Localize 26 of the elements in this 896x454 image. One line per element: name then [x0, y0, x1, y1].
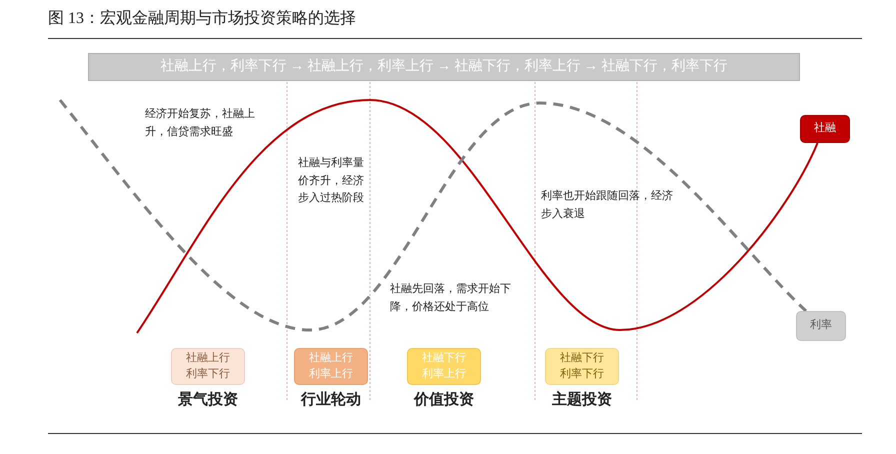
strategy-label: 景气投资 [177, 390, 239, 409]
strategy-box [407, 348, 481, 385]
box-text: 社融 [814, 121, 836, 136]
annotation-text: 利率也开始跟随回落，经济步入衰退 [541, 188, 673, 222]
box-text: 利率上行 [422, 366, 466, 382]
legend-tag [796, 311, 846, 341]
box-text: 社融下行 [560, 351, 604, 366]
strategy-label: 行业轮动 [300, 390, 362, 409]
strategy-label: 价值投资 [412, 390, 475, 409]
box-text: 社融上行 [309, 351, 353, 366]
strategy-label: 主题投资 [551, 390, 613, 409]
figure-title: 图 13：宏观金融周期与市场投资策略的选择 [48, 8, 356, 29]
annotation-text: 经济开始复苏，社融上升，信贷需求旺盛 [145, 106, 256, 140]
strategy-box [171, 348, 245, 385]
banner-box [88, 53, 800, 81]
box-text: 利率上行 [309, 366, 353, 382]
strategy-box [294, 348, 368, 385]
box-text: 利率下行 [186, 366, 230, 382]
strategy-box [545, 348, 619, 385]
box-text: 利率下行 [560, 366, 604, 382]
box-text: 社融上行 [186, 351, 230, 366]
box-text: 利率 [810, 318, 832, 334]
legend-tag [800, 115, 850, 143]
annotation-text: 社融先回落，需求开始下降，价格还处于高位 [390, 282, 512, 315]
annotation-text: 社融与利率量价齐升，经济步入过热阶段 [298, 156, 365, 206]
box-text: 社融下行 [422, 351, 466, 366]
